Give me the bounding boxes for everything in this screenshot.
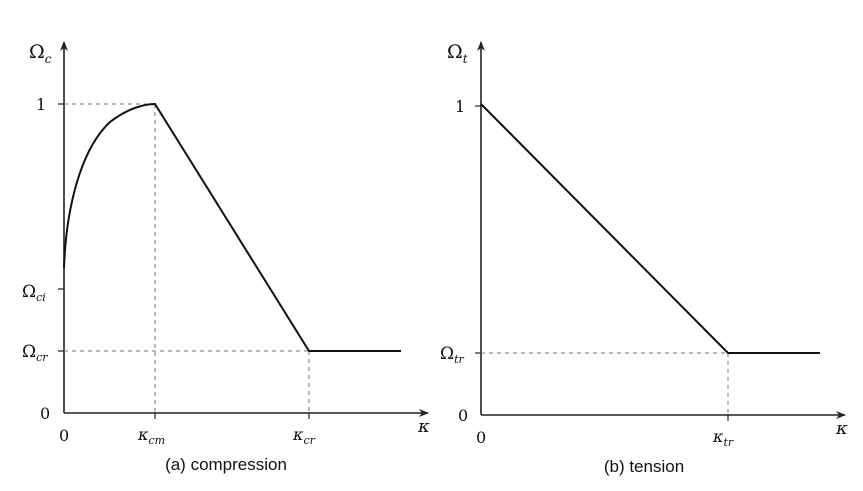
y-tick-label-one: 1 [36, 95, 46, 114]
tension-curve [480, 103, 820, 354]
x-tick-label-peak: κcm [137, 425, 165, 447]
x-tick-label-zero: 0 [59, 426, 69, 445]
caption-tension: (b) tension [604, 457, 684, 476]
compression-curve [63, 102, 401, 352]
x-axis-label-tension: κ [835, 418, 848, 439]
y-tick-label-initial: Ωci [22, 282, 46, 304]
x-axis-label-compression: κ [417, 416, 430, 437]
y-tick-label-zero: 0 [40, 404, 50, 423]
y-tick-label-residual-tension: Ωtr [440, 344, 465, 366]
y-tick-label-zero-tension: 0 [458, 406, 468, 425]
y-axis-label-compression: Ωc [29, 41, 52, 66]
x-tick-label-zero-tension: 0 [476, 428, 486, 447]
x-tick-label-residual: κcr [292, 425, 316, 447]
y-tick-label-residual: Ωcr [22, 342, 48, 364]
caption-compression: (a) compression [165, 455, 287, 474]
y-tick-label-one-tension: 1 [455, 97, 465, 116]
x-tick-label-residual-tension: κtr [712, 427, 734, 449]
y-axis-label-tension: Ωt [447, 41, 468, 66]
panel-tension: Ωt κ 1 Ωtr 0 0 κtr (b) tension [440, 41, 848, 476]
panel-compression: Ωc κ 1 Ωci Ωcr 0 0 κcm κcr (a) compressi… [22, 41, 430, 474]
